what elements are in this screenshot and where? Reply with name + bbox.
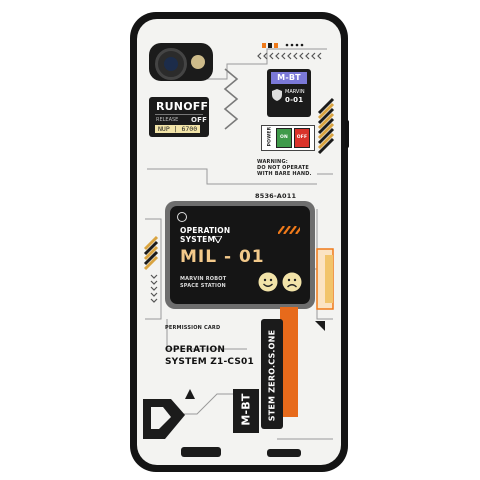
runoff-title: RUNOFF [156,100,209,113]
runoff-state: OFF [191,116,208,124]
power-switch-off: OFF [294,128,310,148]
screen-station2: SPACE STATION [180,283,226,289]
card-label: PERMISSION CARD [165,325,221,331]
mbt-name: MARVIN [285,89,305,95]
screen-heading1: OPERATION [180,226,231,235]
main-screen: OPERATION SYSTEM MIL - 01 MARVIN ROBOT S… [170,206,310,304]
mbt-code: M-BT [271,72,307,84]
warning-line2: WITH BARE HAND. [257,171,312,177]
side-button [345,120,349,148]
orange-column [280,307,298,417]
vertical-strip [261,319,283,429]
screen-big-code: MIL - 01 [180,247,265,267]
back-panel: RUNOFF RELEASE OFF NUP | 6700 M-BT MARVI… [137,19,341,465]
target-icon [177,212,187,222]
mbt-unit: 0-01 [285,96,304,104]
triangle-small-icon [185,389,195,399]
warning-line1: DO NOT OPERATE [257,165,310,171]
mbt-badge: M-BT MARVIN 0-01 [267,69,311,117]
shield-icon [272,89,282,101]
flash-icon [191,55,205,69]
triangle-down-icon [214,236,222,243]
mbt-logo-block [233,389,259,433]
warning-block: WARNING: DO NOT OPERATE WITH BARE HAND. [257,159,327,177]
serial-label: 8536-A011 [255,192,297,200]
strip-text: STEM ZERO.CS.ONE [267,329,277,422]
camera-lens-icon [155,48,187,80]
runoff-code: NUP | 6700 [155,125,201,133]
power-panel: POWER ON OFF [261,125,315,151]
smile-face-icon [258,272,278,292]
card-line1: OPERATION [165,345,226,355]
arrow-icon [315,321,325,331]
strip-logo: M-BT [239,393,253,426]
hazard-stripe-icon [278,226,300,234]
power-switch-on: ON [276,128,292,148]
runoff-panel: RUNOFF RELEASE OFF NUP | 6700 [149,97,209,137]
power-label: POWER [267,126,273,147]
camera-module [149,43,213,81]
sad-face-icon [282,272,302,292]
card-line2: SYSTEM Z1-CS01 [165,357,254,367]
screen-station1: MARVIN ROBOT [180,276,227,282]
screen-heading2: SYSTEM [180,235,216,244]
runoff-sub: RELEASE [156,117,179,123]
warning-title: WARNING: [257,159,288,165]
